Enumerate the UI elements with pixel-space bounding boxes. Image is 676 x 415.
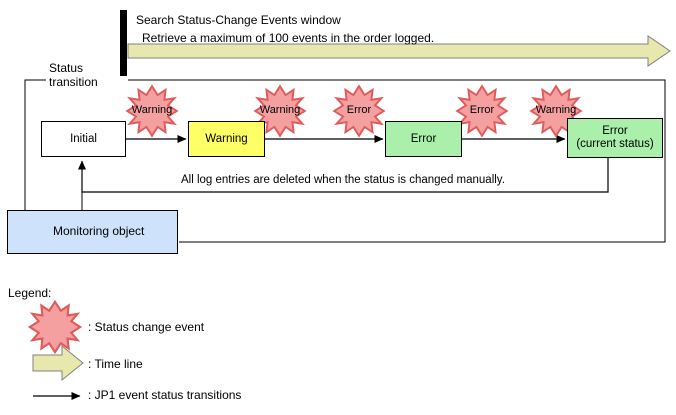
- manual-reset-note: All log entries are deleted when the sta…: [181, 174, 505, 186]
- legend-starburst-icon: [27, 299, 83, 355]
- state-box-error-current[interactable]: Error (current status): [567, 118, 663, 158]
- status-transition-caption-line1: Status: [49, 61, 84, 75]
- timeline-origin-bar: [120, 10, 127, 76]
- state-box-error-current-line2: (current status): [576, 138, 654, 150]
- legend-block-arrow-icon: [32, 344, 84, 382]
- state-box-error[interactable]: Error: [385, 121, 462, 157]
- legend-title: Legend:: [8, 286, 52, 300]
- status-transition-caption-line2: transition: [49, 75, 98, 89]
- timeline-title: Search Status-Change Events window: [136, 13, 341, 27]
- event-starburst-1: [253, 84, 307, 138]
- event-starburst-3: [455, 84, 509, 138]
- legend-item-0-label: : Status change event: [88, 320, 205, 334]
- monitoring-object-box[interactable]: [7, 210, 178, 254]
- legend-item-2-label: : JP1 event status transitions: [88, 388, 242, 402]
- monitoring-object-label: Monitoring object: [53, 224, 145, 238]
- event-label-2: Error: [346, 104, 372, 116]
- manual-reset-loop: [78, 158, 609, 193]
- status-transition-frame: [24, 79, 46, 232]
- legend-item-1-label: : Time line: [88, 357, 143, 371]
- event-label-1: Warning: [259, 104, 301, 116]
- timeline-arrow: [127, 35, 671, 67]
- status-transition-frame-right: [128, 79, 666, 243]
- state-box-initial[interactable]: Initial: [41, 121, 126, 157]
- event-starburst-2: [332, 84, 386, 138]
- state-box-error-current-line1: Error: [602, 125, 628, 137]
- event-label-3: Error: [469, 104, 495, 116]
- event-label-0: Warning: [131, 104, 173, 116]
- state-box-warning[interactable]: Warning: [188, 121, 265, 157]
- event-label-4: Warning: [535, 104, 577, 116]
- event-starburst-0: [125, 84, 179, 138]
- timeline-subtitle: Retrieve a maximum of 100 events in the …: [142, 31, 435, 45]
